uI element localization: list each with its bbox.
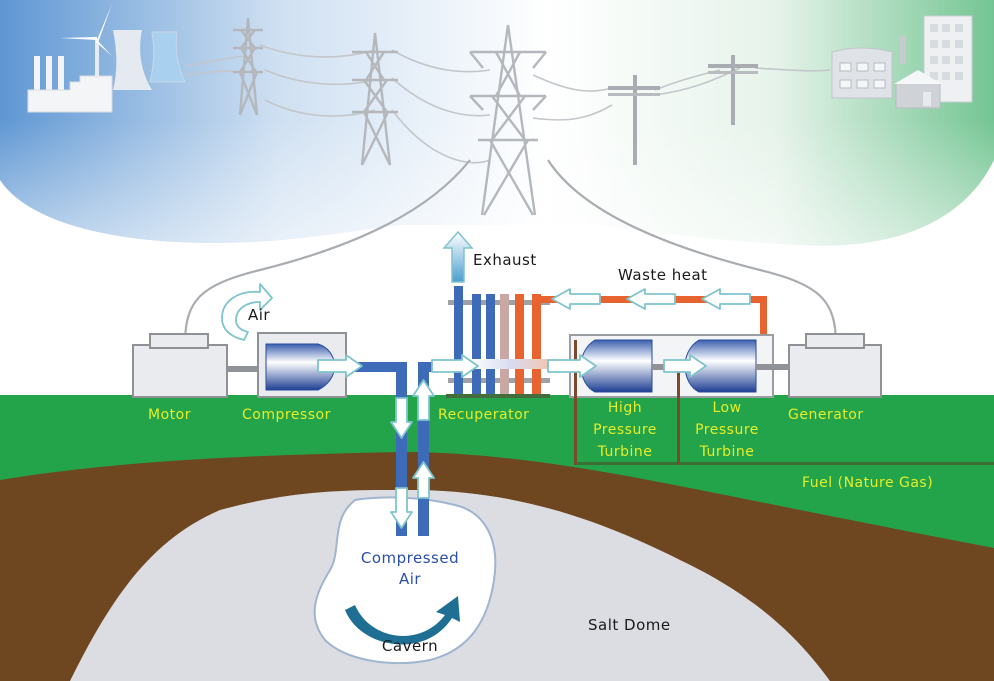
- salt-dome-label: Salt Dome: [588, 616, 671, 634]
- flow-arrow-icon: [547, 354, 597, 378]
- motor-shaft: [227, 366, 259, 372]
- ground-layers: [0, 395, 994, 681]
- hp-turbine-label-line1: High: [608, 400, 642, 416]
- city-buildings-icon: [831, 15, 973, 109]
- wind-turbine-icon: [60, 4, 112, 78]
- transmission-tower-icon: [233, 17, 263, 116]
- flow-arrow-icon: [412, 379, 435, 421]
- generator-shaft: [756, 364, 792, 370]
- cavern-label: Cavern: [382, 637, 438, 655]
- air-label: Air: [248, 306, 270, 324]
- cooling-tower-icon: [113, 30, 186, 90]
- flow-arrow-icon: [317, 354, 363, 378]
- waste-heat-arrow-icon: [626, 288, 676, 310]
- air-intake-arrow-icon: [221, 283, 273, 341]
- waste-heat-label: Waste heat: [618, 266, 708, 284]
- motor: [132, 333, 228, 398]
- power-plant-icon: [27, 56, 113, 113]
- compressed-air-cavern: [313, 496, 497, 665]
- exhaust-label: Exhaust: [473, 251, 537, 269]
- compressor-label: Compressor: [242, 407, 331, 423]
- motor-label: Motor: [148, 407, 191, 423]
- air-flow-arrows: [317, 354, 707, 529]
- low-pressure-turbine: [684, 339, 757, 393]
- sky-background: [0, 0, 994, 246]
- compressed-air-label-line2: Air: [399, 570, 421, 588]
- grid-power-cables: [183, 159, 838, 346]
- lp-turbine-label-line3: Turbine: [699, 444, 755, 460]
- fuel-line: [575, 462, 994, 465]
- waste-heat-arrow-icon: [551, 288, 601, 310]
- waste-heat-arrow-icon: [701, 288, 751, 310]
- utility-pole-icon: [708, 55, 758, 125]
- generator-label: Generator: [788, 407, 864, 423]
- transmission-tower-icon: [469, 24, 547, 216]
- hp-turbine-label-line2: Pressure: [593, 422, 657, 438]
- recuperator: [446, 286, 550, 398]
- utility-pole-icon: [608, 75, 660, 165]
- fuel-feed-lines: [574, 340, 680, 465]
- flow-arrow-icon: [412, 461, 435, 499]
- hp-turbine-label-line3: Turbine: [597, 444, 653, 460]
- flow-arrow-icon: [390, 397, 413, 439]
- high-pressure-turbine: [580, 339, 653, 393]
- flow-arrow-icon: [663, 354, 707, 378]
- cavern-circulation-arrow-icon: [345, 596, 460, 645]
- flow-arrow-icon: [431, 354, 479, 378]
- recuperator-label: Recuperator: [438, 407, 529, 423]
- fuel-label: Fuel (Nature Gas): [802, 475, 933, 491]
- lp-turbine-label-line2: Pressure: [695, 422, 759, 438]
- flow-arrow-icon: [390, 487, 413, 529]
- generator: [788, 333, 882, 398]
- waste-heat-line: [541, 288, 767, 336]
- compressed-air-label-line1: Compressed: [361, 549, 459, 567]
- lp-turbine-label-line1: Low: [712, 400, 741, 416]
- exhaust-arrow-icon: [442, 230, 474, 283]
- turbine-shaft: [652, 364, 672, 370]
- transmission-tower-icon: [352, 32, 398, 166]
